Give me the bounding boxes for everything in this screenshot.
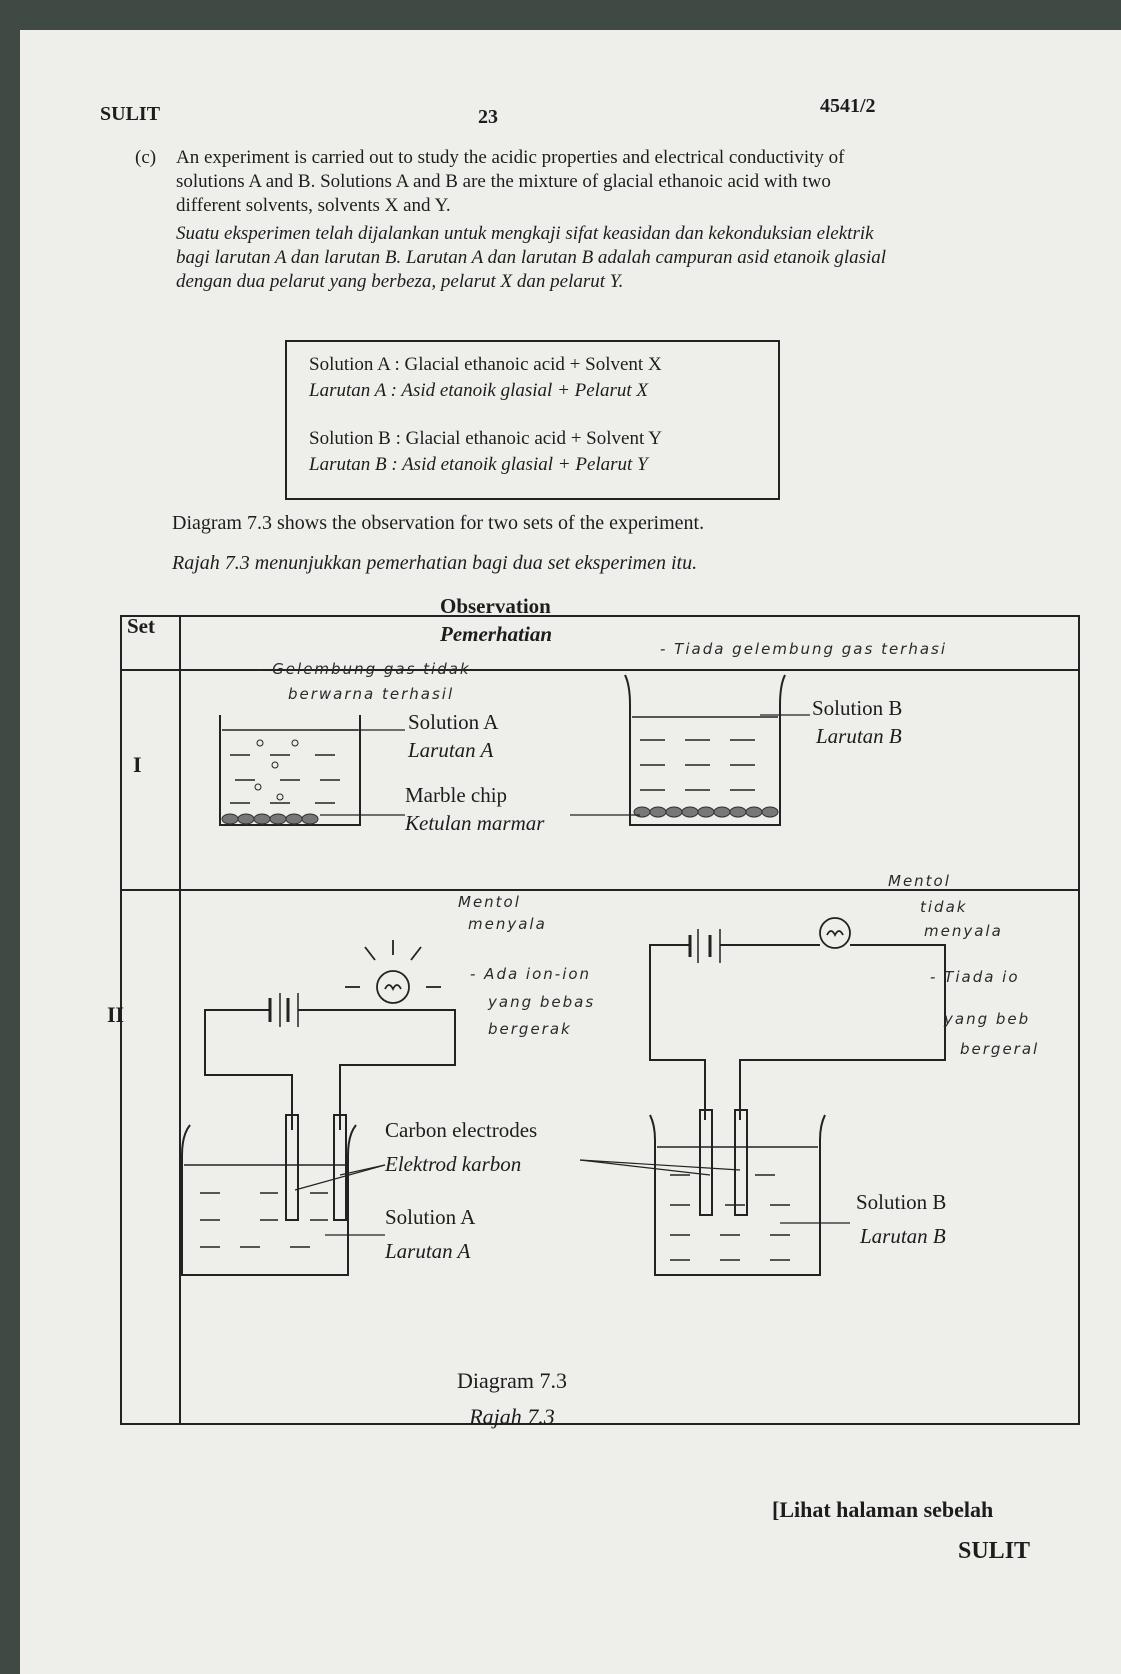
set1-left-beaker [219,715,361,826]
header-sulit: SULIT [100,103,161,125]
handwriting-set2-right-4: - Tiada io [930,968,1020,986]
set1-larutan-b-label: Larutan B [816,724,902,748]
question-english: An experiment is carried out to study th… [176,147,845,216]
set1-left-marble-chips [221,813,319,825]
handwriting-set2-right-1: Mentol [888,872,951,890]
set2-left-leaders [294,1164,386,1236]
question-label: (c) [135,147,157,168]
handwriting-set2-right-3: menyala [924,922,1003,940]
solution-a-english: Solution A : Glacial ethanoic acid + Sol… [309,354,662,375]
set1-larutan-a-label: Larutan A [408,738,494,762]
set1-right-beaker [624,674,786,826]
set2-larutan-a-label: Larutan A [385,1239,471,1263]
solution-b-malay: Larutan B : Asid etanoik glasial + Pelar… [309,454,648,475]
intro-malay: Rajah 7.3 menunjukkan pemerhatian bagi d… [172,552,698,574]
marble-chip-label: Marble chip [405,783,508,807]
set1-left-leaders [320,729,405,816]
column-set-header: Set [127,614,155,638]
diagram-caption: Diagram 7.3 [457,1368,567,1393]
elektrod-karbon-label: Elektrod karbon [385,1152,522,1176]
set1-right-leaders [570,714,810,816]
handwriting-set2-left-4: yang bebas [488,993,596,1011]
handwriting-set2-left-2: menyala [468,915,547,933]
set-2-label: II [107,1002,125,1027]
observation-table [120,615,1080,1425]
set2-left-circuit [204,993,456,1130]
handwriting-set2-right-5: yang beb [944,1010,1031,1028]
set1-solution-b-label: Solution B [812,696,903,720]
set2-left-beaker [181,1114,357,1276]
turn-page-note: [Lihat halaman sebelah [772,1497,994,1522]
handwriting-set2-right-6: bergeral [960,1040,1040,1058]
column-pemerhatian-header: Pemerhatian [440,622,553,646]
ketulan-marmar-label: Ketulan marmar [405,811,545,835]
set-1-label: I [133,752,142,777]
set1-solution-a-label: Solution A [408,710,499,734]
column-observation-header: Observation [440,594,551,618]
set1-right-marble-chips [633,806,779,818]
question-malay: Suatu eksperimen telah dijalankan untuk … [176,223,887,292]
handwriting-set2-left-1: Mentol [458,893,521,911]
set2-right-leaders [579,1159,850,1224]
handwriting-set1-left-2: berwarna terhasil [288,685,455,703]
handwriting-set2-right-2: tidak [920,898,968,916]
paper-code: 4541/2 [820,95,876,117]
set2-larutan-b-label: Larutan B [860,1224,946,1248]
handwriting-set2-left-5: bergerak [488,1020,572,1038]
handwriting-set1-left-1: - Gelembung gas tidak [258,660,471,678]
set2-right-circuit [649,929,946,1120]
solution-a-malay: Larutan A : Asid etanoik glasial + Pelar… [309,380,648,401]
rajah-caption: Rajah 7.3 [469,1404,555,1429]
exam-page [20,30,1121,1674]
handwriting-set1-right: - Tiada gelembung gas terhasi [660,640,948,658]
solution-b-english: Solution B : Glacial ethanoic acid + Sol… [309,428,663,449]
set2-solution-b-label: Solution B [856,1190,947,1214]
table-border [120,615,1080,1425]
set2-left-bulb [345,940,441,1004]
set2-right-bulb [819,917,851,949]
solutions-box: Solution A : Glacial ethanoic acid + Sol… [285,340,780,500]
footer-sulit: SULIT [958,1538,1031,1564]
intro-english: Diagram 7.3 shows the observation for tw… [172,512,705,534]
handwriting-set2-left-3: - Ada ion-ion [470,965,592,983]
carbon-electrodes-label: Carbon electrodes [385,1118,538,1142]
page-number: 23 [478,106,498,128]
set2-right-beaker [649,1109,826,1276]
set2-solution-a-label: Solution A [385,1205,476,1229]
